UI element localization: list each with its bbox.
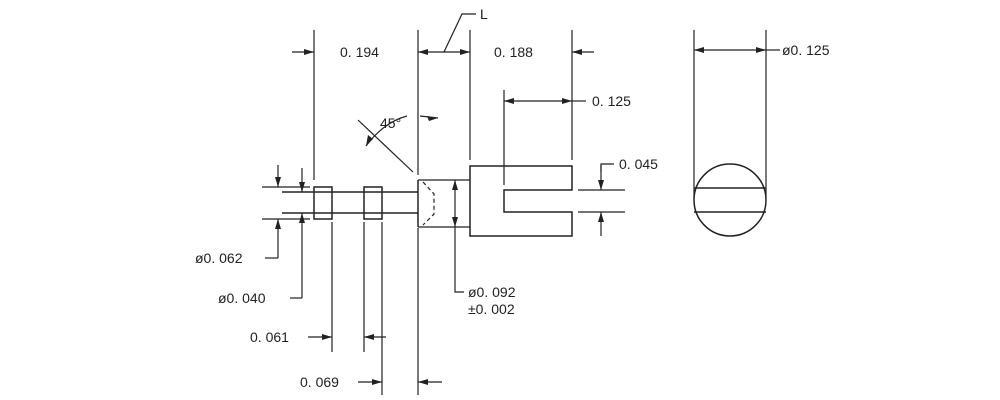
label-dia-0-092: ø0. 092 (468, 284, 516, 300)
dimension-dia-0-040-lines (290, 168, 305, 299)
label-length-L: L (480, 6, 488, 22)
dimension-L-leader (443, 13, 476, 53)
label-0-069: 0. 069 (300, 374, 339, 390)
label-tol-0-002: ±0. 002 (468, 301, 515, 317)
dimension-0-069-lines (358, 379, 442, 385)
label-0-061: 0. 061 (250, 329, 289, 345)
dimension-angle-lines (357, 115, 439, 173)
dimension-0-045-lines (598, 163, 614, 236)
label-0-125-slot: 0. 125 (592, 93, 631, 109)
dimension-0-125-lines (504, 98, 586, 104)
dimension-0-194-lines (292, 49, 594, 55)
part-side-view (282, 165, 573, 237)
dimension-dia-0-092-lines (452, 180, 464, 293)
label-dia-0-062: ø0. 062 (195, 250, 243, 266)
dimension-dia-0-062-lines (265, 165, 281, 259)
dimension-0-061-lines (308, 334, 386, 340)
label-dia-0-040: ø0. 040 (218, 290, 266, 306)
label-angle-45: 45° (380, 115, 401, 131)
label-0-188: 0. 188 (494, 44, 533, 60)
label-dia-0-125: ø0. 125 (782, 42, 830, 58)
part-end-view (693, 30, 780, 237)
label-0-194: 0. 194 (340, 44, 379, 60)
label-0-045: 0. 045 (619, 156, 658, 172)
